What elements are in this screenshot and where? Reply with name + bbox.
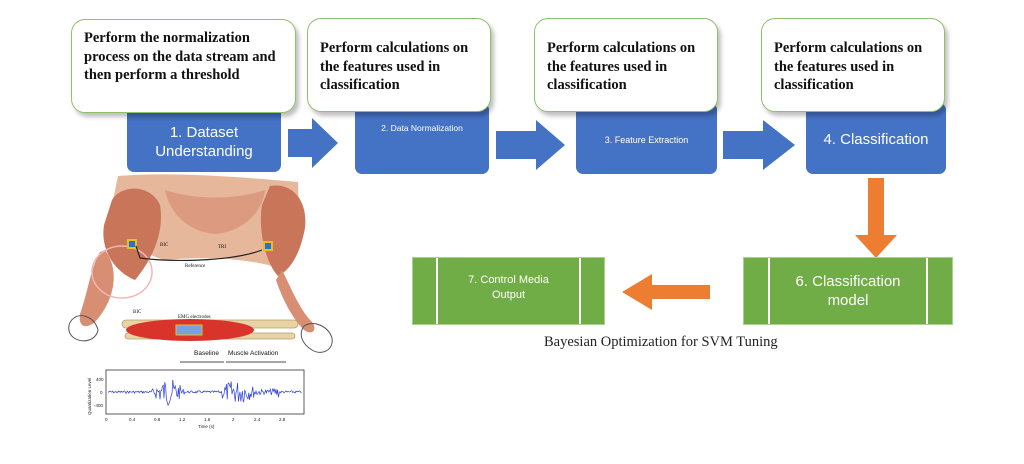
emg-xtick: 2 xyxy=(232,417,235,422)
step-label: 2. Data Normalization xyxy=(381,123,463,133)
arrow-2-to-3 xyxy=(496,120,565,170)
label-baseline: Baseline xyxy=(194,350,219,357)
step-label: 3. Feature Extraction xyxy=(604,134,689,145)
note-text: Perform the normalization process on the… xyxy=(84,30,276,83)
note-text: Perform calculations on the features use… xyxy=(774,40,923,93)
emg-ytick-400: 400 xyxy=(96,377,104,382)
arrow-4-to-6 xyxy=(855,178,897,258)
step-control-media-output: 7. Control Media Output xyxy=(412,257,605,325)
emg-ylabel: Quantization Level xyxy=(87,378,92,415)
arrow-3-to-4 xyxy=(723,120,795,170)
emg-xtick: 0 xyxy=(105,417,108,422)
label-emg-electrodes: EMG electrodes xyxy=(178,315,211,320)
emg-signal xyxy=(107,379,302,406)
step-label: 7. Control Media Output xyxy=(468,274,549,301)
step-feature-extraction: 3. Feature Extraction xyxy=(576,103,717,174)
step-classification-model: 6. Classification model xyxy=(743,257,953,325)
label-reference: Reference xyxy=(185,264,206,269)
emg-ytick-0: 0 xyxy=(100,390,103,395)
step-data-normalization: 2. Data Normalization xyxy=(355,103,489,174)
emg-ytick-neg400: -400 xyxy=(94,403,104,408)
emg-xtick: 0.4 xyxy=(129,417,136,422)
highlight-ellipse xyxy=(91,245,153,299)
emg-xtick: 2.4 xyxy=(254,417,261,422)
emg-xlabel: Time (s) xyxy=(198,424,215,429)
emg-electrode-patch xyxy=(175,324,203,336)
chest-muscle xyxy=(165,190,265,234)
step-label: 6. Classification model xyxy=(795,273,901,309)
step-dataset-understanding: 1. Dataset Understanding xyxy=(127,103,281,172)
arrow-1-to-2 xyxy=(288,118,338,168)
step-classification: 4. Classification xyxy=(806,103,946,174)
note-features-1: Perform calculations on the features use… xyxy=(307,18,491,112)
label-muscle-activation: Muscle Activation xyxy=(228,350,279,357)
right-hand xyxy=(300,323,333,353)
note-normalization: Perform the normalization process on the… xyxy=(71,19,296,113)
reference-wire xyxy=(135,245,263,261)
label-bic: BIC xyxy=(160,243,169,248)
emg-xtick: 1.2 xyxy=(179,417,186,422)
left-forearm xyxy=(79,250,114,327)
note-text: Perform calculations on the features use… xyxy=(320,40,469,93)
label-tri: TRI xyxy=(218,245,226,250)
left-hand xyxy=(68,315,99,342)
step-label: 1. Dataset Understanding xyxy=(155,123,253,160)
right-forearm xyxy=(276,270,315,333)
note-features-2: Perform calculations on the features use… xyxy=(534,18,718,112)
emg-xtick: 1.6 xyxy=(204,417,211,422)
emg-xtick: 0.8 xyxy=(154,417,161,422)
arrow-6-to-7 xyxy=(622,274,710,310)
electrode-bic xyxy=(127,239,137,249)
step-label: 4. Classification xyxy=(823,131,929,148)
note-features-3: Perform calculations on the features use… xyxy=(761,18,945,112)
emg-xtick: 2.8 xyxy=(279,417,286,422)
caption: Bayesian Optimization for SVM Tuning xyxy=(544,334,778,350)
electrode-tri xyxy=(263,241,273,251)
right-shoulder-muscle xyxy=(260,185,306,276)
label-bic-2: BIC xyxy=(133,310,142,315)
note-text: Perform calculations on the features use… xyxy=(547,40,696,93)
